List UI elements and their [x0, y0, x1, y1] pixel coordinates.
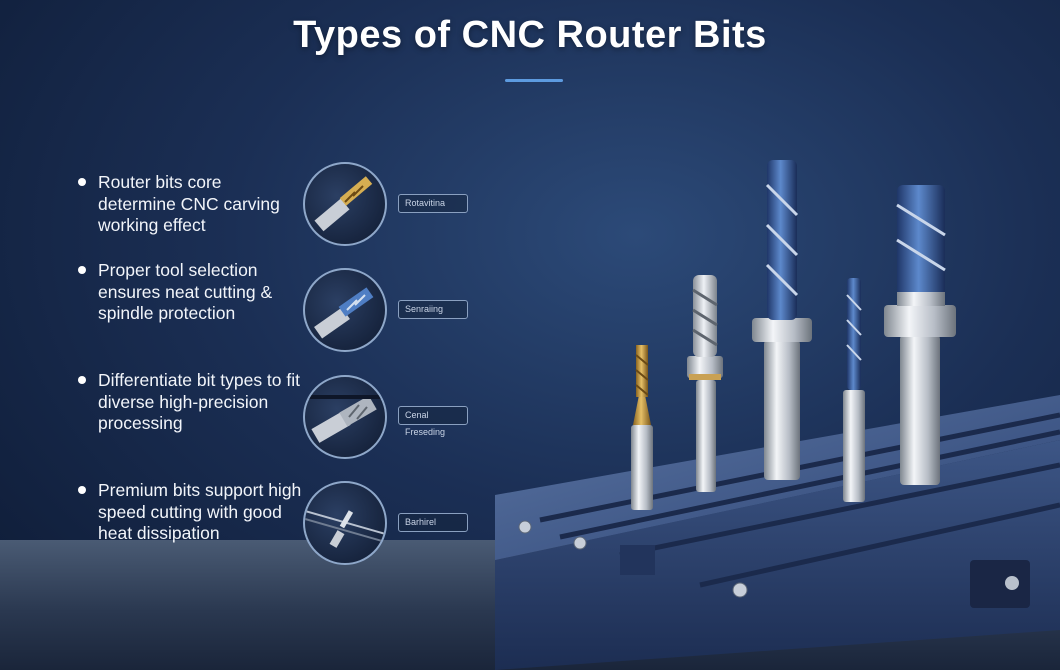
bit-type-tag: Barhirel	[398, 513, 468, 532]
drill-bit-blue-icon	[303, 268, 387, 352]
list-item-text: Proper tool selection ensures neat cutti…	[98, 260, 273, 323]
bullet-dot-icon	[78, 178, 86, 186]
page-title: Types of CNC Router Bits	[293, 14, 767, 56]
silver-twist-bit	[687, 275, 723, 492]
drill-bit-gold-icon	[303, 162, 387, 246]
bullet-dot-icon	[78, 266, 86, 274]
bit-type-tag: Rotavitina	[398, 194, 468, 213]
thin-blue-bit	[843, 278, 865, 502]
thin-bit-icon	[303, 481, 387, 565]
list-item: Premium bits support high speed cutting …	[78, 480, 303, 545]
bit-type-tag: Senraiing	[398, 300, 468, 319]
title-underline	[505, 79, 563, 82]
list-item: Router bits core determine CNC carving w…	[78, 172, 303, 237]
list-item-text: Router bits core determine CNC carving w…	[98, 172, 280, 235]
list-item: Proper tool selection ensures neat cutti…	[78, 260, 303, 325]
list-item: Differentiate bit types to fit diverse h…	[78, 370, 303, 435]
end-mill-icon	[303, 375, 387, 459]
list-item-text: Premium bits support high speed cutting …	[98, 480, 302, 543]
bit-type-tag: Cenal Freseding	[398, 406, 468, 437]
bullet-dot-icon	[78, 376, 86, 384]
gold-tip-bit	[631, 345, 653, 510]
list-item-text: Differentiate bit types to fit diverse h…	[98, 370, 301, 433]
bullet-dot-icon	[78, 486, 86, 494]
blue-spiral-bit	[752, 160, 812, 480]
large-blue-end-mill	[884, 185, 956, 485]
